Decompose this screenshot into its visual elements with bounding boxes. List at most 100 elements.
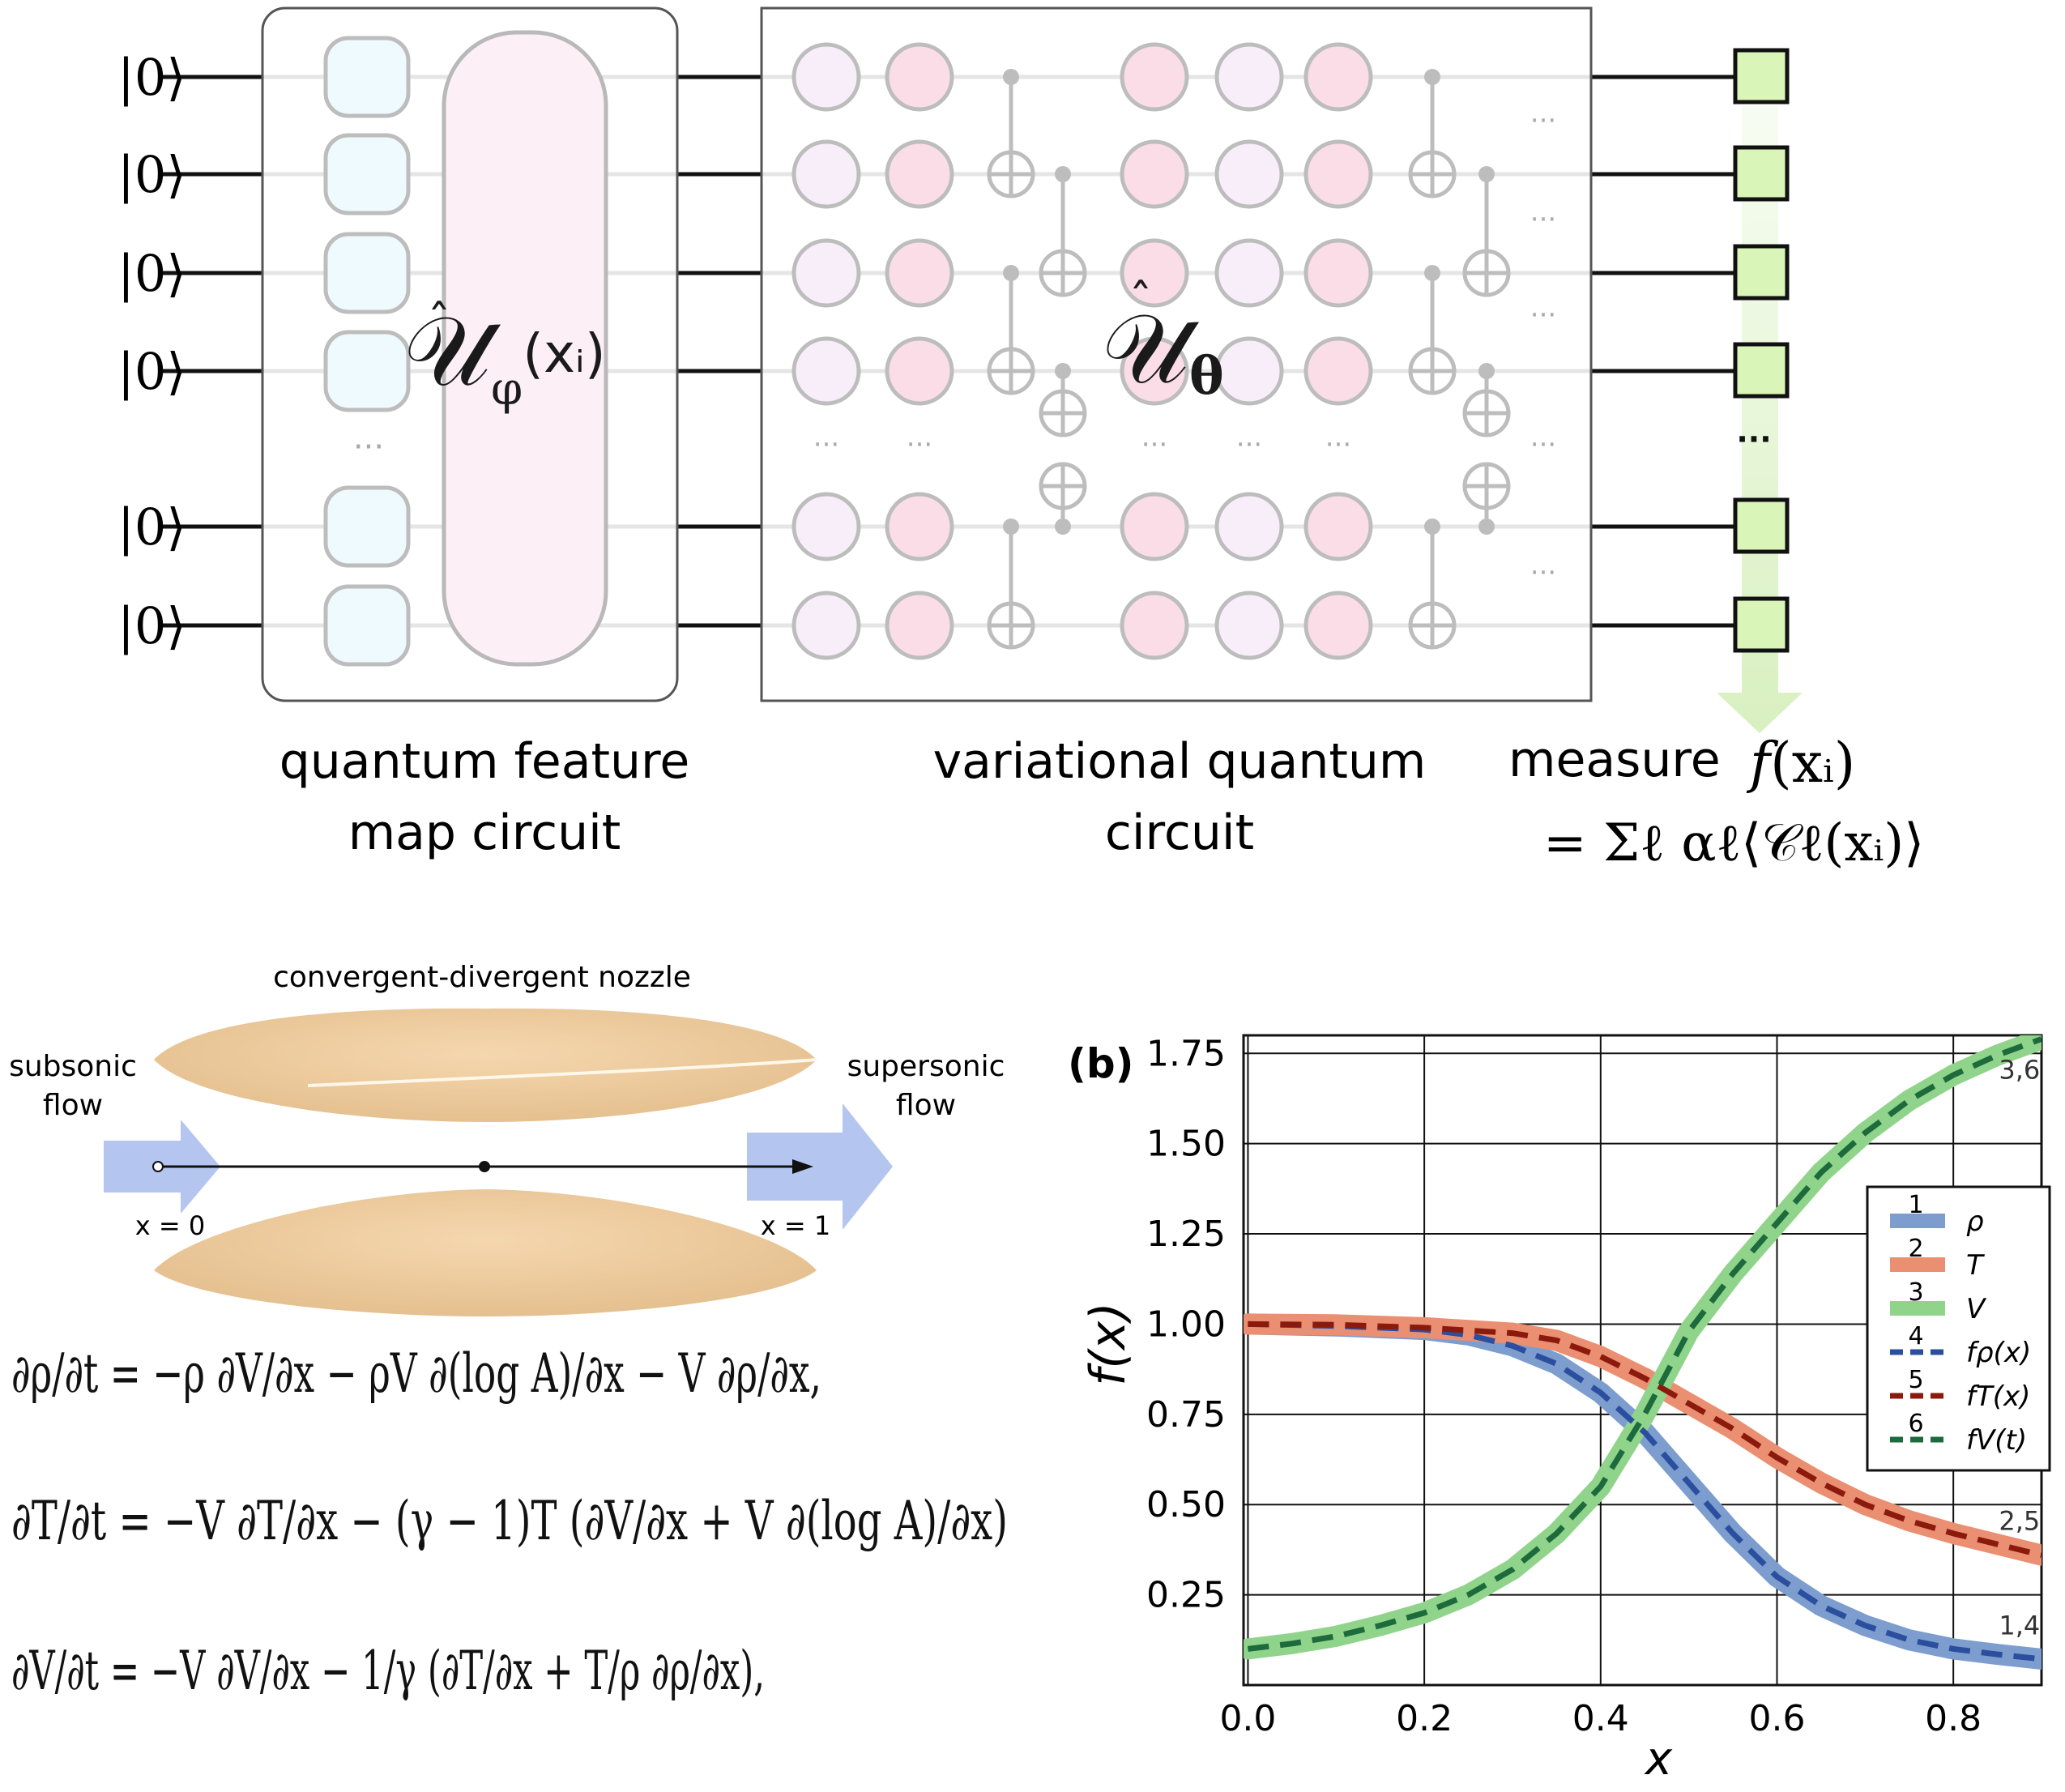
rotation-gate: [1120, 336, 1189, 406]
legend-key: 5: [1908, 1366, 1923, 1394]
equation-momentum: ∂V/∂t = −V ∂V/∂x − 1/γ (∂T/∂x + T/ρ ∂ρ/∂…: [11, 1640, 765, 1702]
feature-map-caption-1: quantum feature: [279, 733, 690, 790]
euler-equations: ∂ρ/∂t = −ρ ∂V/∂x − ρV ∂(log A)/∂x − V ∂ρ…: [11, 1342, 1008, 1702]
cnot-control: [1478, 518, 1495, 535]
measure-expansion: = Σℓ αℓ⟨𝒞ℓ(xᵢ)⟩: [1543, 813, 1924, 873]
cnot-control: [1055, 166, 1071, 182]
variational-symbol: 𝒰θ: [1102, 293, 1224, 407]
cnot-control: [1055, 518, 1071, 535]
rotation-gate: [791, 42, 861, 112]
rotation-gate: [885, 492, 954, 561]
gate-ellipsis: ···: [813, 429, 839, 461]
legend-box: [1866, 1185, 2051, 1472]
feature-map-ellipsis: ···: [353, 429, 384, 466]
x1-label: x = 1: [761, 1210, 830, 1241]
rotation-gate: [1120, 139, 1189, 209]
inlet-label-2: flow: [43, 1089, 103, 1122]
rotation-gate: [791, 238, 861, 308]
qubit-kets: |0⟩|0⟩|0⟩|0⟩|0⟩|0⟩: [117, 48, 186, 655]
x0-label: x = 0: [135, 1210, 205, 1241]
gate-ellipsis: ···: [1325, 429, 1351, 461]
cnot-control: [1424, 518, 1440, 535]
encoding-gate: [323, 36, 411, 118]
feature-map-hat: ˆ: [428, 295, 451, 350]
cnot-control: [1003, 69, 1019, 85]
legend-key: 6: [1908, 1410, 1923, 1438]
cnot-control: [1003, 265, 1019, 281]
rotation-gate: [1120, 492, 1189, 561]
x-tick-label: 0.2: [1396, 1698, 1453, 1739]
rotation-gate: [1120, 42, 1189, 112]
rotation-gate: [1303, 42, 1373, 112]
equation-energy: ∂T/∂t = −V ∂T/∂x − (γ − 1)T (∂V/∂x + V ∂…: [11, 1490, 1008, 1552]
encoding-gate: [323, 485, 411, 568]
panel-label: (b): [1068, 1040, 1134, 1087]
rotation-gate: [885, 139, 954, 209]
measurement-box: [1733, 342, 1790, 399]
series-line-6: [1247, 1036, 2042, 1652]
encoding-gate: [323, 133, 411, 215]
equation-continuity: ∂ρ/∂t = −ρ ∂V/∂x − ρV ∂(log A)/∂x − V ∂ρ…: [11, 1342, 821, 1405]
legend-label: fT(x): [1966, 1380, 2030, 1413]
cnot-control: [1478, 363, 1495, 379]
ket-zero-label: |0⟩: [117, 145, 186, 204]
gate-ellipsis: ···: [907, 429, 932, 461]
series-line-5: [1248, 1321, 2042, 1558]
rotation-gate: [791, 591, 861, 660]
variational-gates: ······························: [791, 42, 1556, 660]
y-tick-label: 1.75: [1146, 1033, 1226, 1074]
gate-ellipsis: ···: [1530, 429, 1556, 461]
rotation-gate: [1303, 492, 1373, 561]
outlet-label-1: supersonic: [847, 1050, 1005, 1083]
rotation-gate: [1214, 139, 1284, 209]
nozzle-upper-wall: [154, 1008, 817, 1122]
cnot-control: [1424, 265, 1440, 281]
x-axis-label: x: [1644, 1733, 1673, 1786]
cnot-control: [1055, 363, 1071, 379]
variational-caption-2: circuit: [1105, 804, 1254, 861]
ket-zero-label: |0⟩: [117, 596, 186, 655]
rotation-gate: [1214, 238, 1284, 308]
measure-ellipsis: ···: [1736, 421, 1771, 457]
feature-map-gates: [323, 36, 411, 667]
encoding-gate: [323, 584, 411, 667]
y-tick-label: 0.25: [1146, 1575, 1226, 1616]
measurement-box: [1733, 48, 1790, 105]
rotation-gate: [1303, 139, 1373, 209]
curve-annotation: 2,5: [1999, 1505, 2040, 1536]
legend-label: ρ: [1966, 1205, 1984, 1238]
rotation-gate: [1214, 492, 1284, 561]
series-lines: [1244, 1035, 2042, 1670]
nozzle-diagram: convergent-divergent nozzle subsonic flo…: [9, 961, 1005, 1316]
rotation-gate: [791, 492, 861, 561]
y-tick-label: 0.50: [1146, 1484, 1226, 1525]
variational-caption-1: variational quantum: [933, 733, 1427, 790]
ket-zero-label: |0⟩: [117, 48, 186, 107]
measurement-boxes: [1733, 48, 1790, 653]
rotation-gate: [1120, 238, 1189, 308]
gate-ellipsis: ···: [1236, 429, 1262, 461]
feature-map-caption-2: map circuit: [348, 804, 621, 861]
y-tick-label: 1.50: [1146, 1124, 1226, 1165]
measurement-box: [1733, 497, 1790, 554]
ket-zero-label: |0⟩: [117, 497, 186, 557]
rotation-gate: [1214, 336, 1284, 406]
y-axis-label: f(x): [1080, 1302, 1137, 1385]
y-tick-label: 1.25: [1146, 1214, 1226, 1255]
variational-hat: ˆ: [1129, 274, 1153, 329]
feature-map-entangler: [442, 30, 608, 667]
x-tick-label: 0.8: [1925, 1698, 1982, 1739]
ket-zero-label: |0⟩: [117, 244, 186, 303]
rotation-gate: [791, 139, 861, 209]
rotation-gate: [885, 336, 954, 406]
legend-label: V: [1966, 1293, 1987, 1325]
inlet-label-1: subsonic: [9, 1050, 137, 1083]
x-tick-label: 0.6: [1748, 1698, 1805, 1739]
rotation-gate: [1120, 591, 1189, 660]
nozzle-lower-wall: [154, 1189, 817, 1316]
rotation-gate: [885, 591, 954, 660]
rotation-gate: [791, 336, 861, 406]
rotation-gate: [1303, 238, 1373, 308]
nozzle-title: convergent-divergent nozzle: [273, 961, 691, 994]
